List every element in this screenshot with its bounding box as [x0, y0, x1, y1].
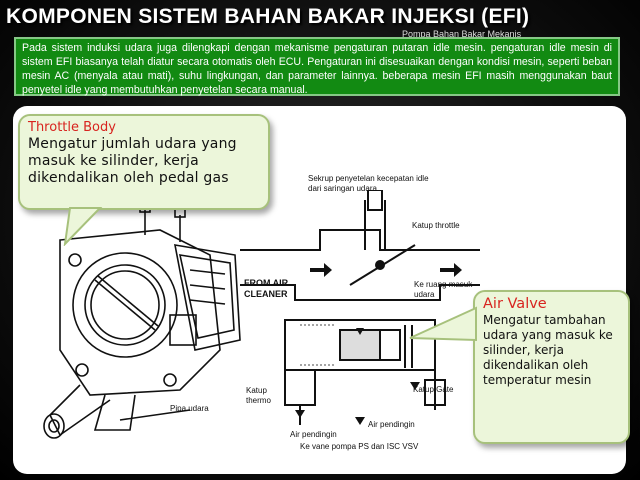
label-ke-ruang: Ke ruang masuk: [414, 280, 473, 289]
label-air-pendingin-left: Air pendingin: [290, 430, 337, 439]
label-katup-thermo: Katup: [246, 386, 267, 395]
air-valve-callout-pointer: [409, 306, 477, 342]
label-sekrup-2: dari saringan udara: [308, 184, 377, 193]
throttle-body-title: Throttle Body: [28, 120, 116, 135]
label-thermo: thermo: [246, 396, 271, 405]
throttle-body-callout: Throttle Body Mengatur jumlah udara yang…: [18, 114, 270, 210]
label-from-air: FROM AIR: [244, 278, 289, 288]
page-subtitle: Pompa Bahan Bakar Mekanis: [402, 29, 522, 39]
throttle-body-illustration: [43, 203, 241, 439]
throttle-callout-pointer: [63, 207, 103, 246]
label-katup-throttle: Katup throttle: [412, 221, 460, 230]
air-valve-text: Mengatur tambahan udara yang masuk ke si…: [483, 313, 613, 387]
label-cleaner: CLEANER: [244, 289, 288, 299]
air-valve-schematic: [240, 190, 480, 425]
label-pipa-udara: Pipa udara: [170, 404, 209, 413]
label-air-pendingin-right: Air pendingin: [368, 420, 415, 429]
label-katup-gate: Katup Gate: [413, 385, 454, 394]
label-udara: udara: [414, 290, 435, 299]
throttle-body-text: Mengatur jumlah udara yang masuk ke sili…: [28, 136, 237, 186]
page-title: KOMPONEN SISTEM BAHAN BAKAR INJEKSI (EFI…: [6, 5, 530, 28]
air-valve-callout: Air Valve Mengatur tambahan udara yang m…: [473, 290, 630, 444]
intro-text-box: Pada sistem induksi udara juga dilengkap…: [14, 37, 620, 96]
label-ke-vane: Ke vane pompa PS dan ISC VSV: [300, 442, 419, 451]
air-valve-title: Air Valve: [483, 296, 547, 312]
label-sekrup: Sekrup penyetelan kecepatan idle: [308, 174, 429, 183]
